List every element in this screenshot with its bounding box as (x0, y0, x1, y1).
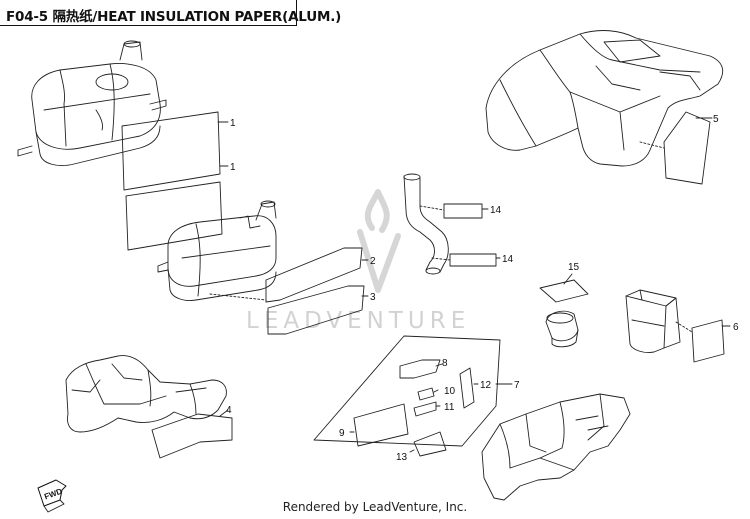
heat-paper-sheet-11 (413, 401, 437, 417)
fuel-tank-small (157, 200, 277, 301)
heat-paper-sheet-8 (399, 359, 441, 379)
heat-paper-sheet-15 (539, 279, 589, 303)
callout-14-upper: 14 (490, 205, 502, 216)
side-panel (481, 393, 631, 501)
callout-12: 12 (480, 380, 492, 391)
heat-paper-sheet-2 (265, 247, 363, 303)
heat-paper-sheet-14-lower (449, 253, 497, 267)
callout-4: 4 (226, 405, 232, 416)
heat-paper-sheet-1-upper (121, 111, 221, 191)
footer-credit: Rendered by LeadVenture, Inc. (282, 500, 468, 514)
fwd-arrow-icon (37, 479, 67, 513)
heat-paper-sheet-9 (353, 403, 409, 447)
heat-paper-sheet-10 (417, 387, 435, 401)
heat-paper-sheet-13 (413, 431, 447, 457)
callout-11: 11 (444, 402, 455, 413)
callout-13: 13 (396, 452, 408, 463)
heat-paper-sheet-1-lower (125, 181, 223, 251)
exhaust-pipe (403, 173, 449, 275)
battery-box (625, 289, 681, 353)
callout-14-lower: 14 (502, 254, 514, 265)
callout-1-lower: 1 (230, 162, 236, 173)
fuel-tank-large (17, 40, 167, 166)
callout-7: 7 (514, 380, 520, 391)
callout-3: 3 (370, 292, 376, 303)
diagram-title: F04-5 隔热纸/HEAT INSULATION PAPER(ALUM.) (6, 9, 342, 25)
callout-5: 5 (713, 114, 719, 125)
callout-8: 8 (442, 358, 448, 369)
watermark-logo-icon (357, 189, 401, 293)
heat-paper-sheet-14-upper (443, 203, 483, 219)
heat-paper-sheet-6 (691, 319, 725, 363)
front-fender (65, 355, 227, 433)
callout-6: 6 (733, 322, 739, 333)
callout-9: 9 (339, 428, 345, 439)
callout-15: 15 (568, 262, 580, 273)
title-box: F04-5 隔热纸/HEAT INSULATION PAPER(ALUM.) (0, 0, 341, 26)
heat-paper-kit-7 (313, 335, 501, 447)
callout-10: 10 (444, 386, 456, 397)
heat-paper-sheet-12 (459, 367, 475, 409)
heat-paper-sheet-4 (151, 413, 233, 459)
callout-2: 2 (370, 256, 376, 267)
heat-paper-sheet-3 (267, 285, 365, 335)
heat-paper-sheet-5 (663, 111, 711, 185)
callout-1-upper: 1 (230, 118, 236, 129)
rear-fender (485, 30, 724, 167)
exhaust-joint (545, 310, 579, 348)
